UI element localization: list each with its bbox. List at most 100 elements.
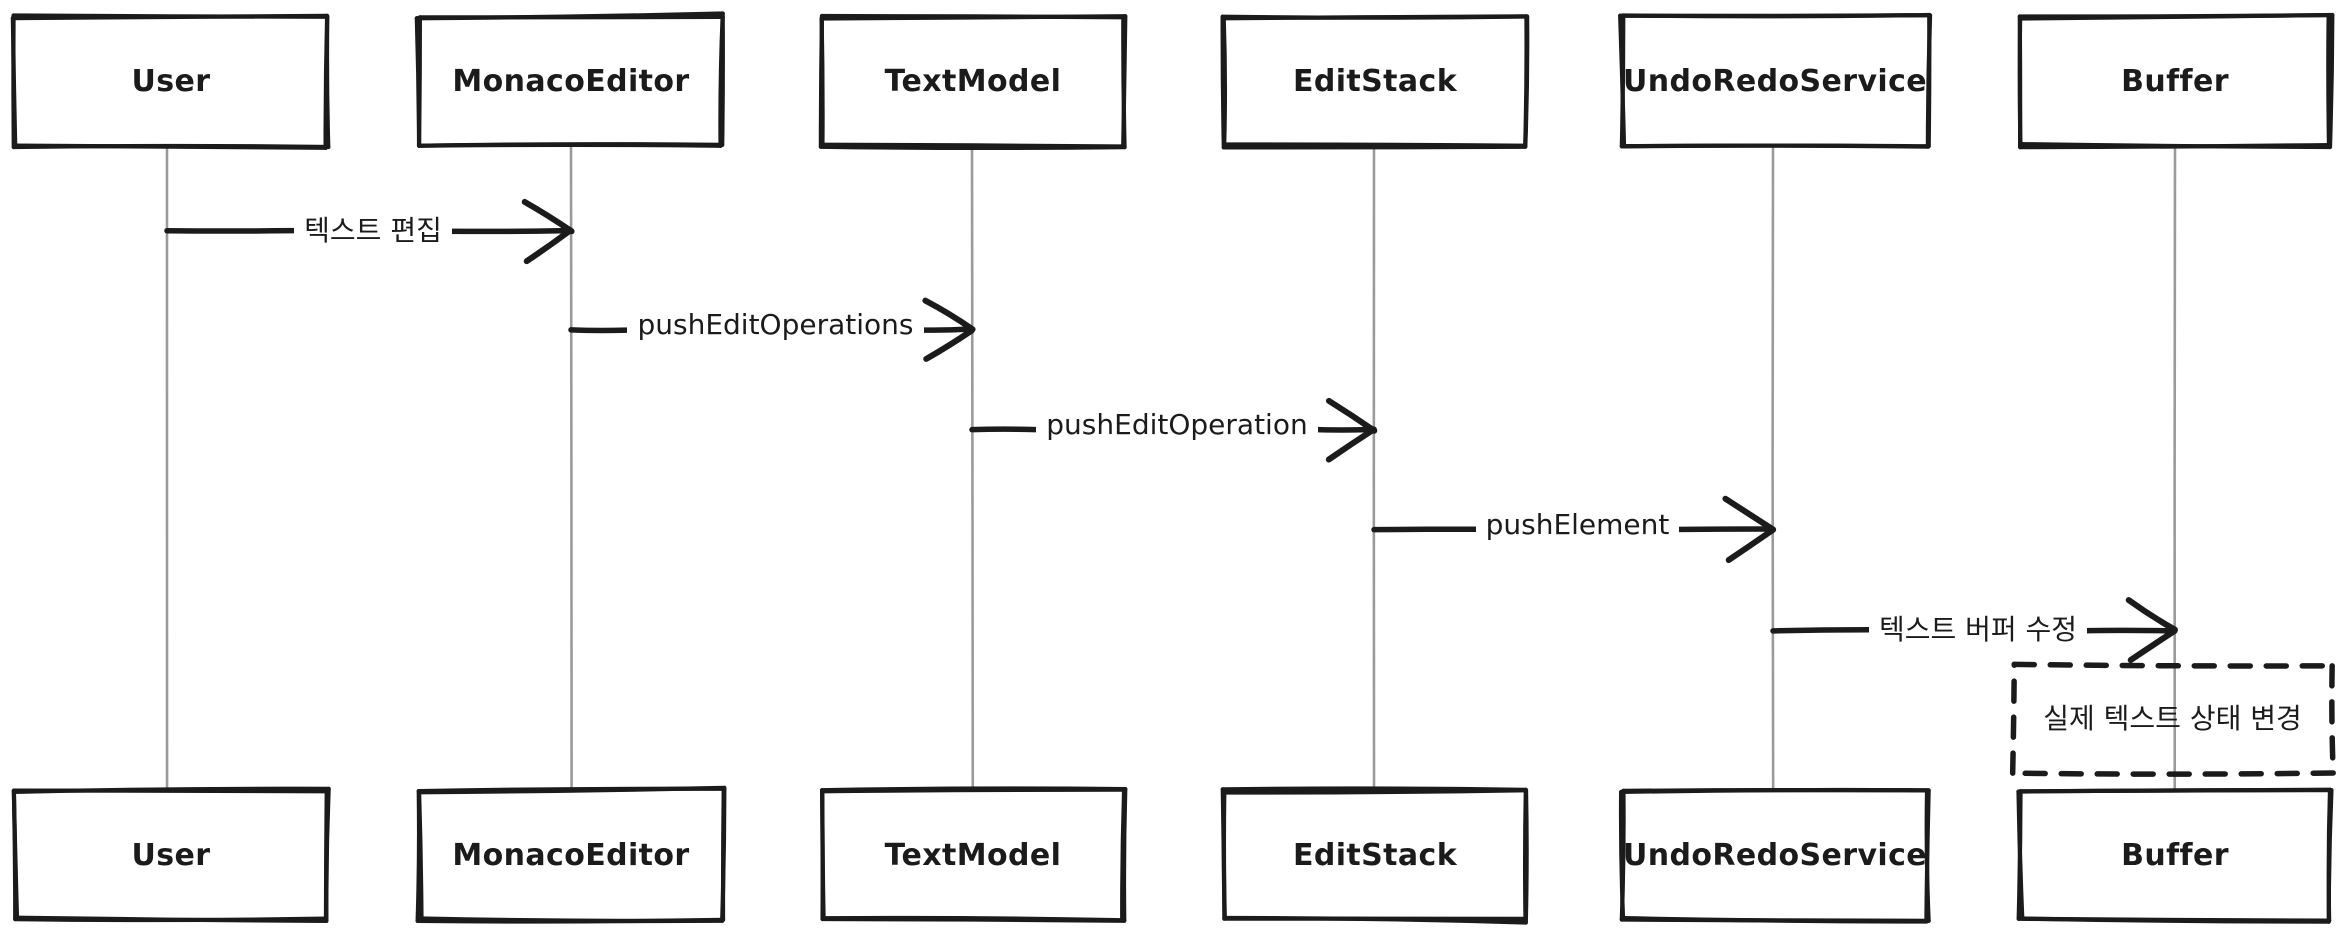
note-box-note-buffer-state-change[interactable] — [2009, 661, 2336, 777]
rect-edge-right — [2329, 663, 2336, 776]
rect-edge-top — [1618, 13, 1933, 18]
rect-edge-left — [1221, 790, 1227, 921]
rect-edge-top — [820, 787, 1127, 794]
rect-edge-bottom — [14, 915, 329, 924]
rect-edge-right — [1120, 787, 1127, 923]
message-line-right-1 — [441, 227, 570, 235]
rect-edge-left — [10, 16, 18, 148]
rect-fill — [1224, 16, 1526, 146]
message-line-right-3 — [1306, 426, 1373, 433]
rect-edge-right — [1925, 13, 1933, 149]
rect-edge-right — [323, 13, 330, 150]
arrowhead-upper-1 — [521, 198, 575, 235]
rect-edge-right — [1924, 788, 1931, 924]
arrowhead-lower-4 — [1725, 526, 1776, 564]
rect-edge-right — [718, 11, 725, 148]
rect-edge-bottom — [1621, 143, 1930, 149]
rect-edge-bottom — [2009, 770, 2336, 777]
rect-fill — [1622, 790, 1928, 920]
message-5[interactable] — [1770, 597, 2178, 664]
rect-fill — [1622, 16, 1928, 146]
rect-fill — [1224, 790, 1526, 920]
notes-group — [2009, 661, 2336, 777]
rect-edge-top — [1221, 14, 1529, 21]
rect-edge-top — [11, 786, 331, 794]
message-1[interactable] — [164, 198, 575, 265]
rect-edge-bottom — [1620, 916, 1929, 924]
rect-edge-right — [2326, 788, 2334, 924]
participant-box-top-monaco_editor[interactable] — [414, 11, 725, 148]
participant-box-bottom-buffer[interactable] — [2016, 787, 2334, 924]
rect-edge-left — [820, 789, 826, 921]
rect-edge-left — [414, 16, 422, 148]
message-label-2: pushEditOperations — [627, 308, 924, 341]
rect-fill — [419, 16, 723, 146]
rect-edge-left — [2017, 16, 2023, 147]
rect-edge-bottom — [2020, 916, 2331, 924]
participant-box-bottom-user[interactable] — [11, 786, 331, 924]
message-label-4: pushElement — [1475, 508, 1680, 541]
message-line-left-3 — [969, 426, 1040, 433]
rect-fill — [15, 16, 327, 146]
rect-edge-top — [819, 14, 1128, 21]
arrowhead-upper-4 — [1722, 495, 1777, 533]
participant-box-top-text_model[interactable] — [818, 13, 1128, 151]
rect-edge-bottom — [821, 915, 1125, 923]
rect-edge-bottom — [1222, 915, 1528, 925]
message-line-left-5 — [1770, 626, 1872, 634]
rect-edge-left — [1618, 13, 1627, 149]
rect-fill — [419, 790, 723, 920]
lifelines-group — [165, 144, 2177, 792]
rect-edge-bottom — [416, 142, 723, 148]
participant-box-top-edit_stack[interactable] — [1220, 14, 1530, 150]
rect-edge-top — [2016, 788, 2334, 794]
rect-edge-left — [2009, 661, 2018, 776]
rect-edge-bottom — [13, 143, 328, 150]
rect-fill — [822, 790, 1124, 920]
rect-edge-right — [324, 786, 331, 924]
rect-edge-left — [819, 16, 825, 147]
rect-fill — [822, 16, 1124, 146]
lifeline-text_model — [970, 144, 975, 792]
rect-edge-right — [1523, 14, 1529, 148]
rect-edge-left — [417, 790, 424, 921]
message-line-right-5 — [2076, 627, 2174, 634]
participant-boxes-group — [10, 11, 2335, 925]
rect-edge-bottom — [1222, 142, 1528, 148]
rect-edge-top — [417, 785, 727, 795]
message-line-left-2 — [568, 327, 631, 334]
rect-edge-top — [10, 13, 330, 21]
message-line-right-4 — [1668, 526, 1772, 533]
rect-edge-right — [1523, 788, 1529, 925]
arrowhead-upper-5 — [2125, 597, 2178, 633]
arrowhead-upper-3 — [1325, 397, 1378, 434]
rect-edge-right — [720, 785, 727, 923]
rect-fill — [2020, 790, 2330, 920]
participant-box-bottom-undo_redo_service[interactable] — [1618, 787, 1931, 924]
rect-edge-right — [2327, 12, 2335, 150]
lifeline-undo_redo_service — [1771, 144, 1775, 792]
rect-edge-top — [2011, 661, 2335, 669]
message-4[interactable] — [1371, 495, 1777, 564]
rect-edge-left — [1221, 16, 1228, 147]
rect-edge-left — [1618, 789, 1626, 921]
rect-edge-right — [1121, 14, 1128, 149]
participant-box-bottom-monaco_editor[interactable] — [415, 785, 727, 924]
arrowhead-upper-2 — [922, 297, 976, 333]
rect-fill — [15, 790, 327, 920]
message-label-3: pushEditOperation — [1036, 408, 1318, 441]
rect-edge-top — [414, 11, 725, 21]
participant-box-top-undo_redo_service[interactable] — [1618, 12, 1933, 149]
participant-box-top-buffer[interactable] — [2017, 12, 2335, 150]
rect-edge-left — [11, 789, 20, 920]
arrowhead-lower-1 — [523, 227, 574, 265]
participant-box-bottom-edit_stack[interactable] — [1220, 786, 1529, 925]
participant-box-top-user[interactable] — [10, 13, 331, 150]
message-label-5: 텍스트 버퍼 수정 — [1868, 608, 2088, 648]
arrowhead-lower-2 — [923, 327, 975, 362]
participant-box-bottom-text_model[interactable] — [819, 786, 1128, 923]
arrowhead-lower-3 — [1325, 426, 1377, 463]
rect-edge-bottom — [2018, 141, 2333, 150]
